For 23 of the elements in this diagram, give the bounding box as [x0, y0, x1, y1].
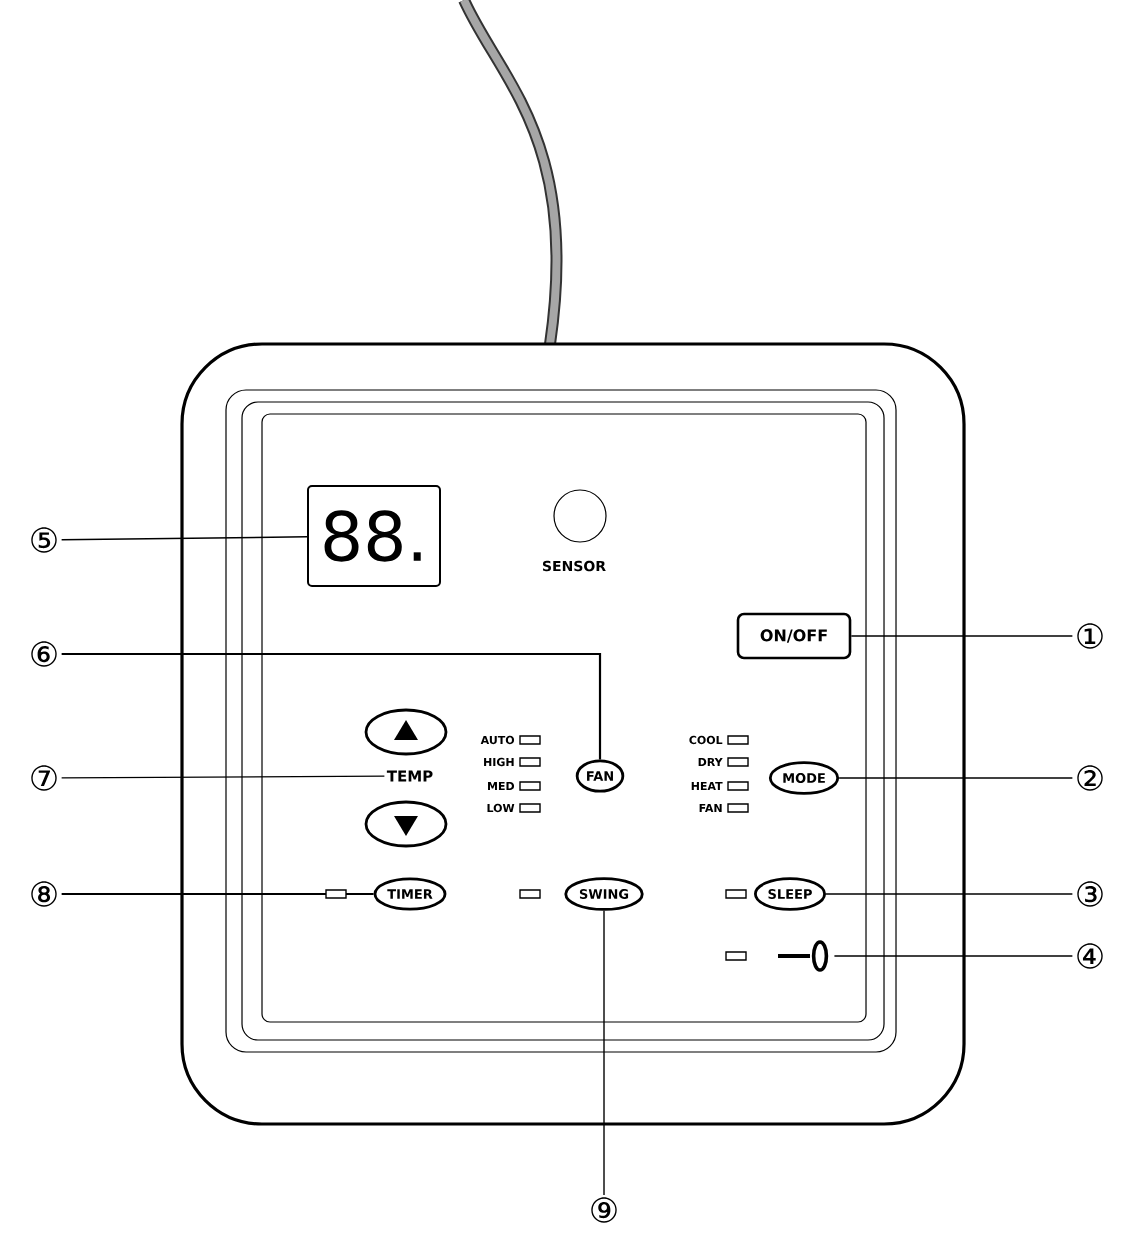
- callout-number: ⑨: [591, 1197, 617, 1223]
- leader-line: [833, 955, 1074, 957]
- down-arrow-button: [364, 800, 448, 848]
- leader-line: [61, 892, 374, 896]
- digit-display: 88.: [307, 485, 441, 587]
- leader-line: [603, 910, 605, 1196]
- leader-line: [61, 652, 602, 760]
- callout-number: ⑥: [31, 641, 57, 667]
- callout-number: ④: [1077, 943, 1103, 969]
- callout-number: ⑦: [31, 765, 57, 791]
- leader-line: [850, 635, 1074, 637]
- leader-line: [825, 893, 1074, 895]
- callout-number: ⑧: [31, 881, 57, 907]
- callout-number: ⑤: [31, 527, 57, 553]
- up-arrow-button: [364, 708, 448, 756]
- leader-line: [60, 536, 308, 541]
- leader-line: [60, 775, 386, 779]
- callout-number: ①: [1077, 623, 1103, 649]
- callout-number: ②: [1077, 765, 1103, 791]
- power-button: ON/OFF: [736, 612, 852, 660]
- callout-number: ③: [1077, 881, 1103, 907]
- leader-line: [838, 777, 1074, 779]
- key-symbol: [778, 940, 829, 972]
